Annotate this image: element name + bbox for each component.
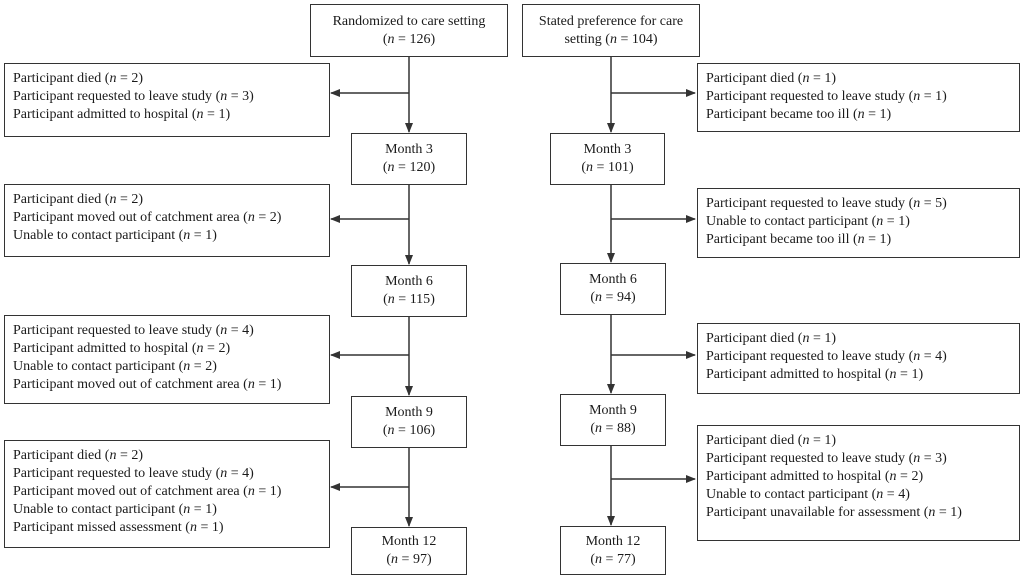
right-exit-box-3: Participant died (n = 1) Participant req…	[697, 323, 1020, 394]
left-month3-box: Month 3 (n = 120)	[351, 133, 467, 185]
exit-reason: Participant requested to leave study (n …	[13, 323, 254, 338]
left-start-count: (n = 126)	[382, 31, 436, 47]
right-month12-box: Month 12 (n = 77)	[560, 526, 666, 575]
exit-reason: Participant admitted to hospital (n = 1)	[706, 367, 924, 382]
left-start-label: Randomized to care setting	[332, 13, 486, 29]
month-label: Month 3	[583, 142, 632, 157]
exit-reason: Participant requested to leave study (n …	[706, 89, 947, 104]
right-exit-box-2: Participant requested to leave study (n …	[697, 188, 1020, 258]
right-exit-box-4: Participant died (n = 1) Participant req…	[697, 425, 1020, 541]
right-start-count: setting (n = 104)	[564, 31, 658, 47]
left-exit-box-4: Participant died (n = 2) Participant req…	[4, 440, 330, 548]
exit-reason: Participant died (n = 1)	[706, 71, 837, 86]
exit-reason: Participant admitted to hospital (n = 2)	[13, 341, 231, 356]
exit-reason: Participant requested to leave study (n …	[706, 451, 947, 466]
month-label: Month 12	[381, 534, 437, 549]
exit-reason: Participant admitted to hospital (n = 1)	[13, 107, 231, 122]
left-month9-box: Month 9 (n = 106)	[351, 396, 467, 448]
month-label: Month 6	[589, 272, 637, 287]
right-start-box: Stated preference for care setting (n = …	[522, 4, 700, 57]
exit-reason: Participant moved out of catchment area …	[13, 377, 282, 392]
month-count: (n = 77)	[590, 551, 636, 567]
left-month12-box: Month 12 (n = 97)	[351, 527, 467, 575]
exit-reason: Participant requested to leave study (n …	[706, 349, 947, 364]
exit-reason: Unable to contact participant (n = 2)	[13, 359, 217, 374]
right-start-label: Stated preference for care	[538, 13, 684, 29]
exit-reason: Participant moved out of catchment area …	[13, 484, 282, 499]
exit-reason: Unable to contact participant (n = 1)	[13, 228, 217, 243]
month-count: (n = 94)	[590, 290, 636, 305]
right-month9-box: Month 9 (n = 88)	[560, 394, 666, 446]
exit-reason: Participant requested to leave study (n …	[13, 89, 254, 104]
exit-reason: Participant requested to leave study (n …	[13, 466, 254, 481]
month-count: (n = 97)	[386, 552, 432, 567]
month-count: (n = 106)	[382, 423, 436, 438]
exit-reason: Unable to contact participant (n = 1)	[13, 502, 217, 517]
exit-reason: Participant requested to leave study (n …	[706, 196, 947, 211]
exit-reason: Participant moved out of catchment area …	[13, 210, 282, 225]
month-label: Month 9	[385, 405, 433, 420]
left-start-box: Randomized to care setting (n = 126)	[310, 4, 508, 57]
exit-reason: Participant missed assessment (n = 1)	[13, 520, 224, 535]
right-month6-box: Month 6 (n = 94)	[560, 263, 666, 315]
exit-reason: Unable to contact participant (n = 1)	[706, 214, 910, 229]
month-label: Month 9	[589, 403, 637, 418]
left-exit-box-2: Participant died (n = 2) Participant mov…	[4, 184, 330, 257]
exit-reason: Participant became too ill (n = 1)	[706, 232, 892, 247]
right-month3-box: Month 3 (n = 101)	[550, 133, 665, 185]
exit-reason: Participant died (n = 2)	[13, 71, 144, 86]
exit-reason: Participant admitted to hospital (n = 2)	[706, 469, 924, 484]
exit-reason: Participant died (n = 2)	[13, 192, 144, 207]
month-label: Month 12	[585, 533, 641, 549]
month-count: (n = 120)	[382, 160, 436, 175]
month-label: Month 6	[385, 274, 433, 289]
left-exit-box-3: Participant requested to leave study (n …	[4, 315, 330, 404]
month-count: (n = 101)	[581, 160, 634, 175]
right-exit-box-1: Participant died (n = 1) Participant req…	[697, 63, 1020, 132]
exit-reason: Unable to contact participant (n = 4)	[706, 487, 910, 502]
exit-reason: Participant became too ill (n = 1)	[706, 107, 892, 122]
month-count: (n = 88)	[590, 421, 636, 436]
left-exit-box-1: Participant died (n = 2) Participant req…	[4, 63, 330, 137]
left-month6-box: Month 6 (n = 115)	[351, 265, 467, 317]
month-label: Month 3	[385, 142, 433, 157]
month-count: (n = 115)	[383, 292, 435, 307]
exit-reason: Participant died (n = 2)	[13, 448, 144, 463]
exit-reason: Participant unavailable for assessment (…	[706, 505, 962, 520]
exit-reason: Participant died (n = 1)	[706, 433, 837, 448]
exit-reason: Participant died (n = 1)	[706, 331, 837, 346]
